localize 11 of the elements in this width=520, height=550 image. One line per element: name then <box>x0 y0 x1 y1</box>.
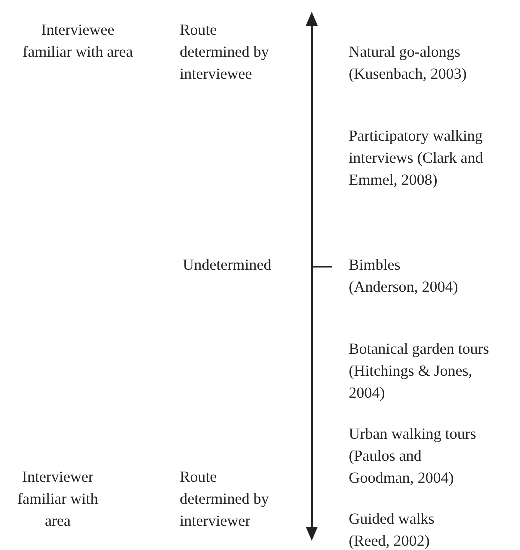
spectrum-label: Route determined by interviewee <box>180 21 270 85</box>
spectrum-label: Urban walking tours (Paulos and Goodman, 2004) <box>349 425 478 489</box>
spectrum-label: Route determined by interviewer <box>180 468 270 532</box>
spectrum-label: Botanical garden tours (Hitchings & Jones, 2004) <box>349 340 490 404</box>
spectrum-label: Interviewee familiar with area <box>22 21 134 63</box>
spectrum-label: Undetermined <box>183 256 273 276</box>
spectrum-label: Interviewer familiar with area <box>16 468 100 532</box>
spectrum-label: Participatory walking interviews (Clark and Emmel, 2008) <box>349 127 484 191</box>
spectrum-label: Natural go-alongs (Kusenbach, 2003) <box>349 43 468 85</box>
spectrum-label: Bimbles (Anderson, 2004) <box>349 256 460 298</box>
spectrum-label: Guided walks (Reed, 2002) <box>349 510 436 550</box>
